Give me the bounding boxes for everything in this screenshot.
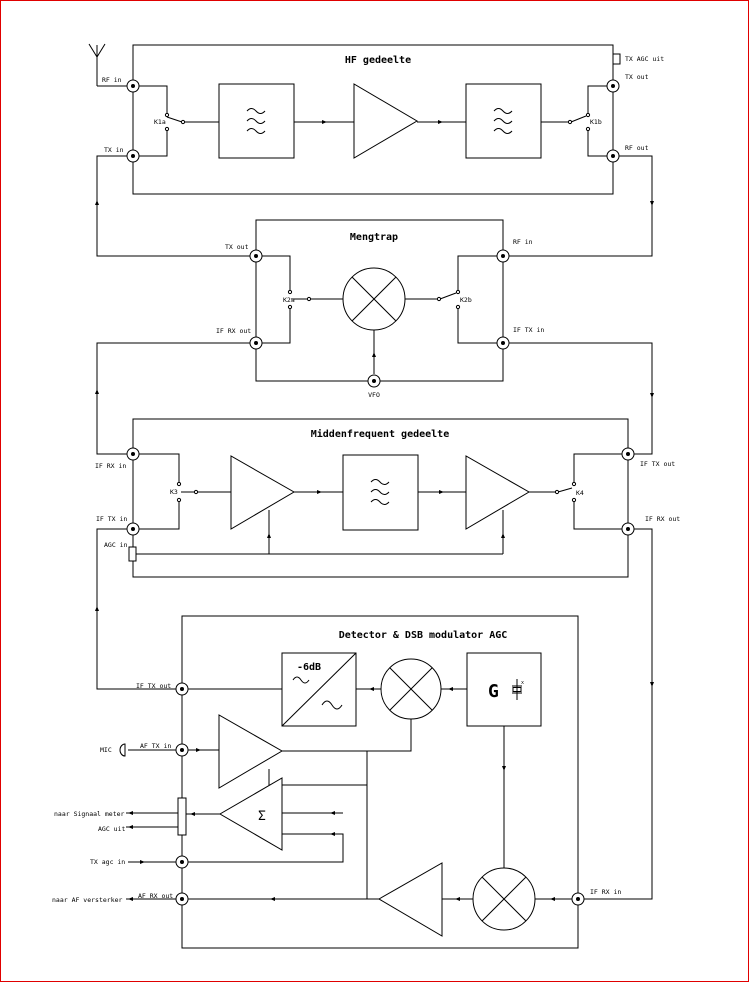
mixer-rf-in-label: RF in [513,238,533,246]
if-rx-out-connector[interactable] [249,336,263,350]
k2b-label: K2b [460,296,472,304]
mixer-rf-in-connector[interactable] [496,249,510,263]
hf-amplifier [353,83,418,159]
detector-title: Detector & DSB modulator AGC [339,630,508,641]
k4-label: K4 [576,489,584,497]
if-rx-in-label: IF RX in [95,462,126,470]
hf-tx-agc-uit-label: TX AGC uit [625,55,664,63]
det-mic-label: MIC [100,746,112,754]
det-if-rx-in-label: IF RX in [590,888,621,896]
if-box [132,418,629,578]
af-amplifier [378,862,443,937]
hf-rf-in-label: RF in [102,76,122,84]
microphone-icon [119,743,176,757]
tx-out-connector[interactable] [606,79,620,93]
af-tx-in-connector[interactable] [175,743,189,757]
tx-agc-uit-terminal[interactable] [612,53,621,65]
detector-section: Detector & DSB modulator AGC IF TX out -… [52,615,621,949]
carrier-oscillator [466,652,542,727]
mixer-if-rx-out-label: IF RX out [216,327,251,335]
hf-rf-out-label: RF out [625,144,649,152]
sum-sigma-label: Σ [258,809,266,824]
detector-box [181,615,579,949]
if-amplifier-1 [230,455,295,530]
if-title: Middenfrequent gedeelte [311,428,449,440]
if-amplifier-2 [465,455,530,530]
mixer-if-tx-in-label: IF TX in [513,326,544,334]
minus-6db-label: -6dB [297,662,321,673]
k1b-label: K1b [590,118,602,126]
det-naar-signaal-meter-label: naar Signaal meter [54,810,125,818]
k3-label: K3 [170,488,178,496]
if-rx-out-label: IF RX out [645,515,680,523]
mixer-title: Mengtrap [350,232,398,243]
mixer-tx-out-label: TX out [225,243,249,251]
if-tx-in-connector[interactable] [126,522,140,536]
if-tx-out-label: IF TX out [640,460,675,468]
tx-in-connector[interactable] [126,149,140,163]
det-tx-agc-in-label: TX agc in [90,858,125,866]
k2a-label: K2a [283,296,295,304]
det-af-rx-out-label: AF RX out [138,892,173,900]
mixer-tx-out-connector[interactable] [249,249,263,263]
meter-agc-terminal[interactable] [177,797,187,836]
det-if-tx-out-label: IF TX out [136,682,171,690]
det-naar-af-versterker-label: naar AF versterker [52,896,123,904]
af-rx-out-connector[interactable] [175,892,189,906]
det-af-tx-in-label: AF TX in [140,742,171,750]
vfo-connector[interactable] [367,374,381,388]
if-rx-out-connector[interactable] [621,522,635,536]
hf-tx-out-label: TX out [625,73,649,81]
antenna-icon [88,43,127,87]
svg-text:x: x [521,680,524,686]
mixer-if-tx-in-connector[interactable] [496,336,510,350]
if-rx-in-connector[interactable] [126,447,140,461]
rf-in-connector[interactable] [126,79,140,93]
hf-section: HF gedeelte RF in TX in K1a K1b TX out R… [88,43,664,195]
det-if-rx-in-connector[interactable] [571,892,585,906]
crystal-icon: x [512,679,524,700]
sum-amplifier [219,777,283,851]
if-tx-out-connector[interactable] [621,447,635,461]
oscillator-g-label: G [488,681,499,702]
det-if-tx-out-connector[interactable] [175,682,189,696]
det-agc-uit-label: AGC uit [98,825,125,833]
tx-agc-in-connector[interactable] [175,855,189,869]
hf-box [132,44,614,195]
if-section: Middenfrequent gedeelte IF RX in IF TX i… [95,418,680,578]
mic-amplifier [218,714,283,789]
mixer-section: Mengtrap TX out IF RX out K2a K2b RF in … [216,219,544,399]
hf-tx-in-label: TX in [104,146,124,154]
hf-title: HF gedeelte [345,55,411,66]
if-agc-in-label: AGC in [104,541,128,549]
if-tx-in-label: IF TX in [96,515,127,523]
k1a-label: K1a [154,118,166,126]
rf-out-connector[interactable] [606,149,620,163]
interconnect-wires [95,155,654,900]
vfo-label: VFO [368,391,380,399]
agc-in-terminal[interactable] [128,546,137,562]
